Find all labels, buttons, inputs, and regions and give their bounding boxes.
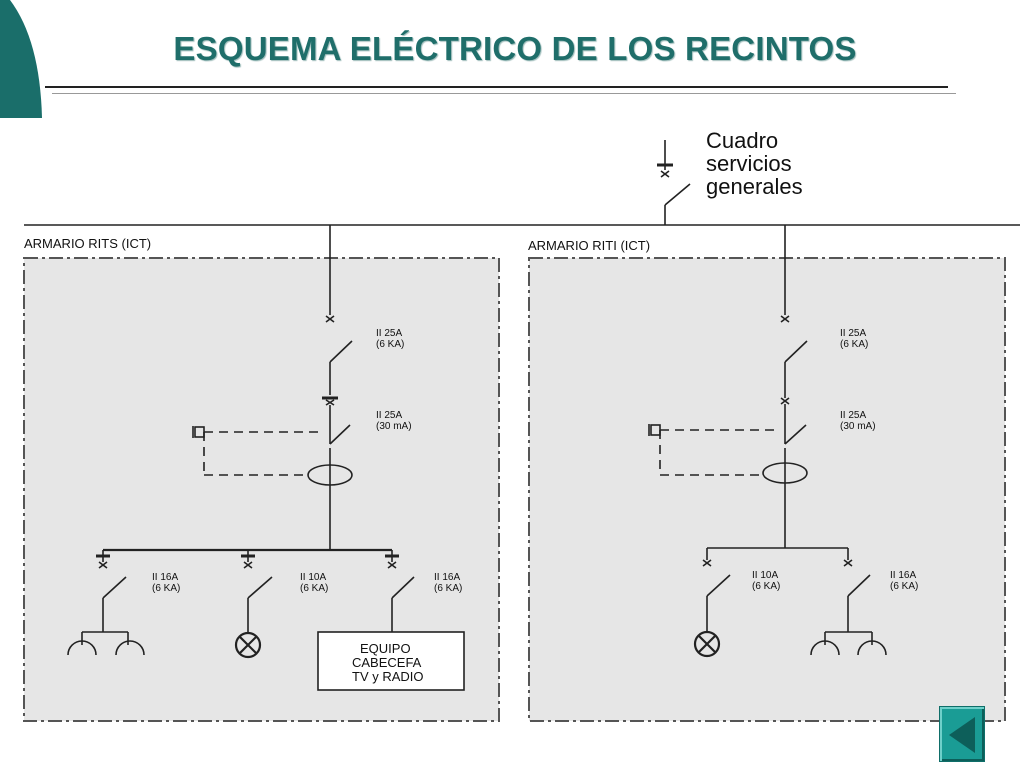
rits-circuit2-rating: II 10A: [300, 572, 326, 583]
rits-differential-sensitivity: (30 mA): [376, 421, 412, 432]
riti-circuit2-rating: II 16A: [890, 570, 916, 581]
supply-label-line1: Cuadro: [706, 128, 778, 153]
riti-differential-rating: II 25A: [840, 410, 866, 421]
supply-feed: [24, 140, 1020, 226]
rits-main-breaker-rating: II 25A: [376, 328, 402, 339]
rits-main-breaker-ka: (6 KA): [376, 339, 404, 350]
equipment-box-line3: TV y RADIO: [352, 669, 424, 684]
panel-riti-box: [528, 257, 1006, 722]
riti-circuit1-rating: II 10A: [752, 570, 778, 581]
rits-diff-test-link: [192, 426, 318, 476]
triangle-left-icon: [949, 717, 975, 753]
riti-main-breaker-rating: II 25A: [840, 328, 866, 339]
panel-rits-label: ARMARIO RITS (ICT): [24, 236, 151, 251]
riti-differential-sensitivity: (30 mA): [840, 421, 876, 432]
supply-label-line2: servicios: [706, 151, 792, 176]
corner-decoration: [0, 0, 42, 118]
rits-circuit1-ka: (6 KA): [152, 583, 180, 594]
riti-main-breaker-ka: (6 KA): [840, 339, 868, 350]
riti-circuit2-ka: (6 KA): [890, 581, 918, 592]
riti-circuit1-ka: (6 KA): [752, 581, 780, 592]
rits-wiring: [67, 225, 415, 659]
rits-circuit2-ka: (6 KA): [300, 583, 328, 594]
rits-differential-rating: II 25A: [376, 410, 402, 421]
rits-circuit3-ka: (6 KA): [434, 583, 462, 594]
panel-riti-label: ARMARIO RITI (ICT): [528, 238, 650, 253]
back-button[interactable]: [939, 706, 985, 762]
title-underline: [45, 86, 948, 88]
page-title: ESQUEMA ELÉCTRICO DE LOS RECINTOS: [173, 30, 857, 67]
equipment-box: [317, 631, 465, 691]
supply-label-line3: generales: [706, 174, 803, 199]
rits-circuit1-rating: II 16A: [152, 572, 178, 583]
equipment-box-line2: CABECEFA: [352, 655, 422, 670]
title-underline-thin: [52, 93, 956, 94]
equipment-box-line1: EQUIPO: [360, 641, 411, 656]
rits-circuit3-rating: II 16A: [434, 572, 460, 583]
riti-wiring: [693, 225, 887, 658]
riti-diff-test-link: [648, 424, 775, 476]
